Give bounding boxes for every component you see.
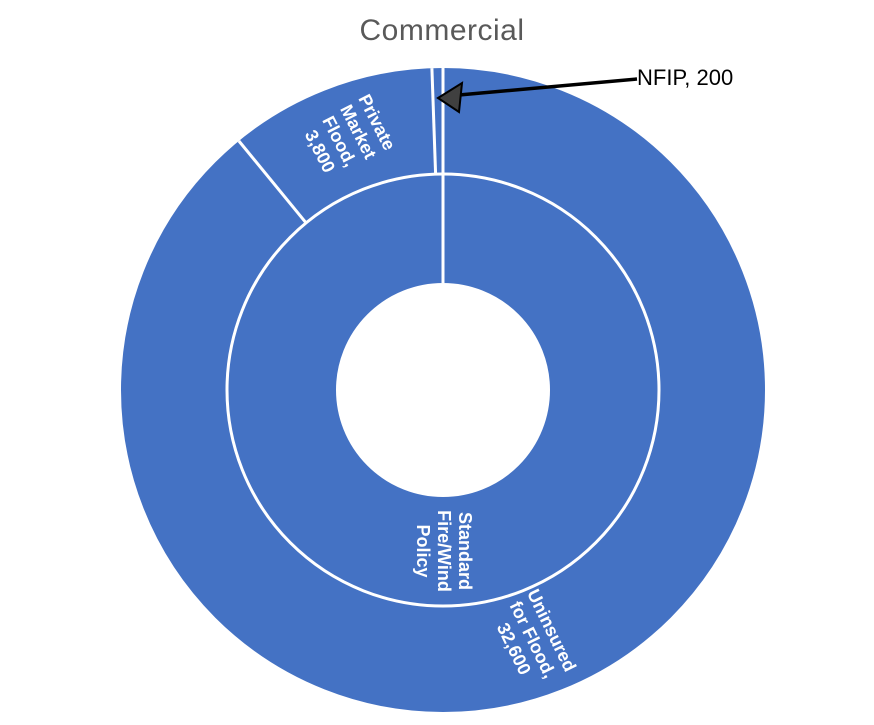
nfip-callout-label: NFIP, 200: [637, 65, 734, 90]
callout-arrowhead-icon: [436, 81, 464, 114]
segment-separator-private: [237, 140, 308, 224]
label-standard-fire-wind-policy: Standard Fire/Wind Policy: [412, 510, 475, 592]
callout-arrow-line: [458, 77, 638, 97]
segment-separator-nfip: [430, 68, 438, 175]
chart-title: Commercial: [359, 14, 525, 47]
